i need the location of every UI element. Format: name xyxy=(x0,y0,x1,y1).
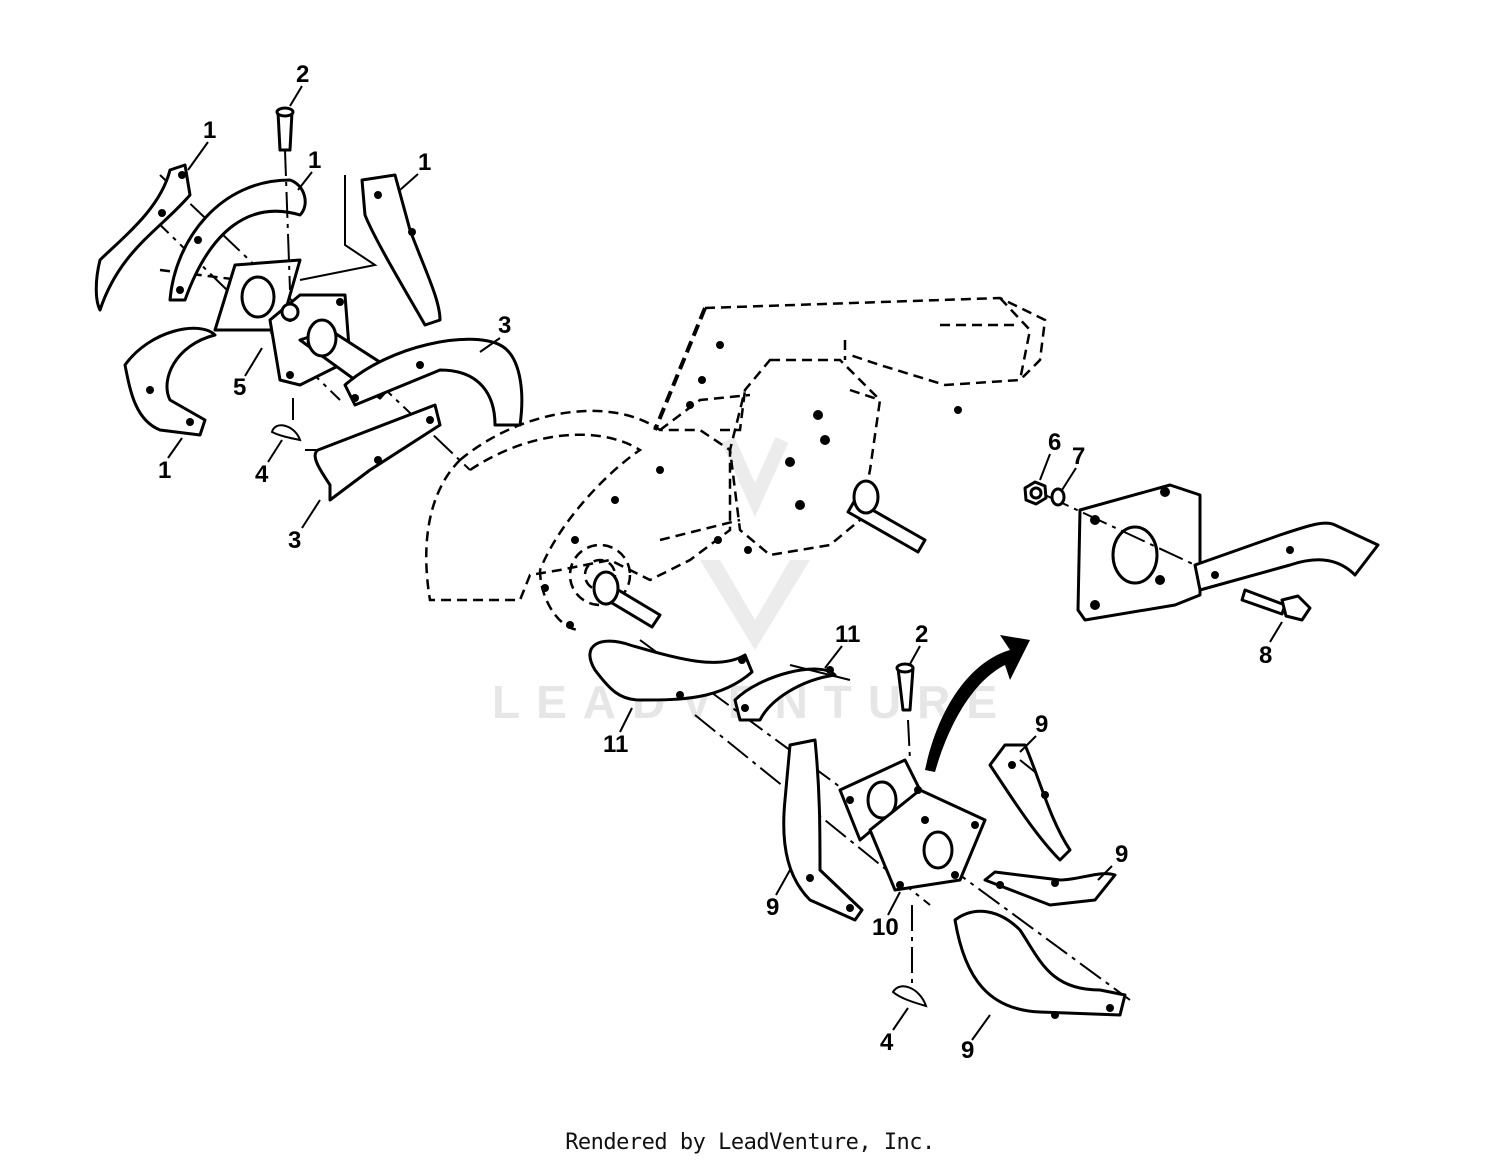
tine-1-upper-mid xyxy=(168,178,307,302)
tine-3-lower xyxy=(313,403,442,502)
tine-9-lower xyxy=(953,909,1127,1017)
tine-1-upper-left xyxy=(94,163,192,312)
callout-4: 4 xyxy=(880,1029,894,1056)
rendered-by-footer: Rendered by LeadVenture, Inc. xyxy=(565,1130,935,1155)
left-tine-assembly xyxy=(94,106,524,502)
callout-labels: 1 1 1 1 2 2 3 3 4 4 5 6 7 8 9 9 9 9 xyxy=(158,61,1283,1064)
hex-bolt-8 xyxy=(1240,588,1287,616)
tine-3-upper xyxy=(343,337,524,427)
hair-pin-4-left xyxy=(270,424,302,442)
callout-2: 2 xyxy=(296,61,309,88)
callout-8: 8 xyxy=(1259,642,1272,669)
tine-11-left xyxy=(588,639,754,702)
callout-9: 9 xyxy=(961,1037,974,1064)
callout-3: 3 xyxy=(288,527,301,554)
callout-3: 3 xyxy=(498,312,511,339)
callout-7: 7 xyxy=(1072,443,1085,470)
callout-11: 11 xyxy=(603,731,628,758)
callout-11: 11 xyxy=(835,621,860,648)
callout-6: 6 xyxy=(1048,429,1061,456)
callout-9: 9 xyxy=(766,894,779,921)
tine-detail xyxy=(1193,521,1380,592)
clevis-pin-2-left xyxy=(276,110,294,152)
transmission-housing xyxy=(425,296,1047,632)
tine-9-upper-right xyxy=(988,743,1072,862)
tine-9-left xyxy=(782,738,864,922)
tine-1-upper-right xyxy=(360,173,442,327)
callout-2: 2 xyxy=(915,621,928,648)
callout-1: 1 xyxy=(308,147,321,174)
right-tine-assembly xyxy=(588,635,1131,1019)
callout-4: 4 xyxy=(255,461,269,488)
tine-11-right xyxy=(733,667,837,722)
callout-10: 10 xyxy=(872,914,899,941)
callout-1: 1 xyxy=(158,457,171,484)
callout-5: 5 xyxy=(233,374,246,401)
callout-9: 9 xyxy=(1115,841,1128,868)
tine-1-lower xyxy=(123,326,217,437)
tine-9-mid-right xyxy=(983,870,1117,907)
lock-washer-7 xyxy=(1050,487,1066,507)
callout-9: 9 xyxy=(1035,711,1048,738)
rotation-arrow xyxy=(925,635,1030,772)
right-side-detail xyxy=(1023,480,1380,622)
callout-1: 1 xyxy=(203,117,216,144)
callout-1: 1 xyxy=(418,149,431,176)
hair-pin-4-right xyxy=(891,985,928,1008)
